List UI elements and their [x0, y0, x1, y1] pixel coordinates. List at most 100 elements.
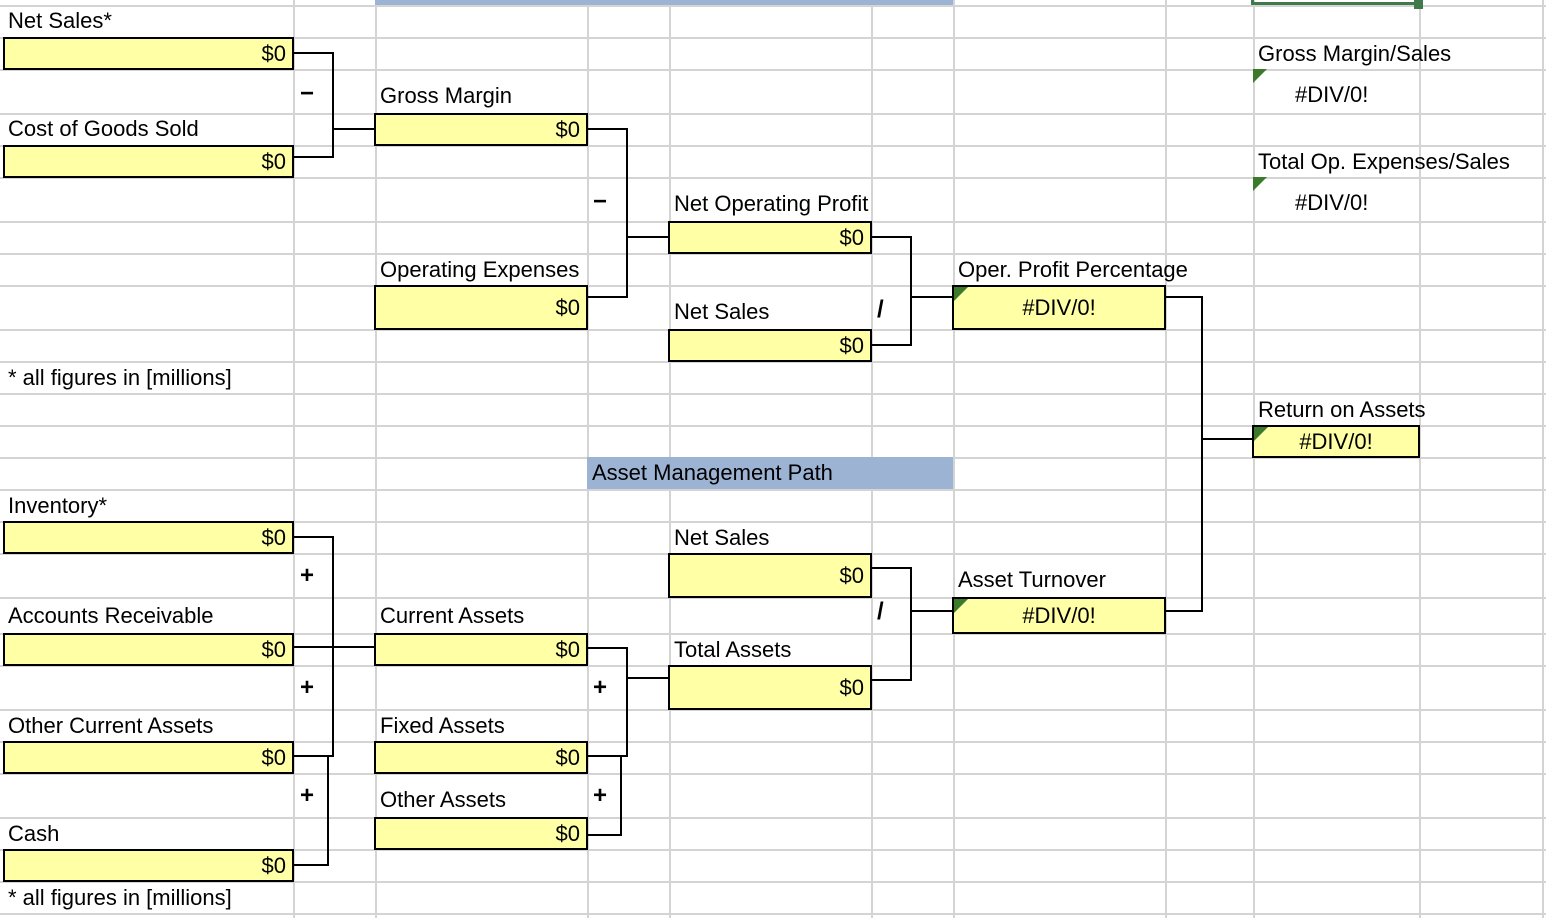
footnote: * all figures in [millions] [8, 885, 232, 910]
connector-line [587, 128, 628, 298]
comment-marker-icon [1253, 177, 1267, 191]
accounts-receivable-input[interactable]: $0 [3, 633, 294, 666]
opex-sales-label: Total Op. Expenses/Sales [1258, 149, 1510, 174]
grid-row-line [0, 393, 1546, 395]
cogs-label: Cost of Goods Sold [8, 116, 199, 141]
other-assets-value: $0 [555, 820, 580, 846]
grid-row-line [0, 773, 1546, 775]
net-sales-3-cell[interactable]: $0 [668, 553, 872, 598]
net-operating-profit-cell[interactable]: $0 [668, 221, 872, 254]
net-sales-3-value: $0 [839, 562, 864, 588]
other-current-assets-input[interactable]: $0 [3, 741, 294, 774]
grid-col-line [375, 0, 377, 918]
connector-line [871, 236, 912, 346]
minus-operator: − [300, 80, 315, 107]
oper-profit-pct-cell[interactable]: #DIV/0! [952, 285, 1166, 330]
gross-margin-value: $0 [555, 116, 580, 142]
operating-expenses-cell[interactable]: $0 [374, 285, 588, 330]
net-sales-input[interactable]: $0 [3, 37, 294, 70]
fixed-assets-label: Fixed Assets [380, 713, 505, 738]
cogs-value: $0 [261, 148, 286, 174]
fixed-assets-input[interactable]: $0 [374, 741, 588, 774]
asset-turnover-label: Asset Turnover [958, 567, 1106, 592]
cash-input[interactable]: $0 [3, 849, 294, 882]
other-assets-input[interactable]: $0 [374, 817, 588, 850]
connector-line [1165, 296, 1203, 612]
grid-col-line [1419, 0, 1421, 918]
grid-row-line [0, 177, 1546, 179]
grid-row-line [0, 253, 1546, 255]
current-assets-cell[interactable]: $0 [374, 633, 588, 666]
total-assets-cell[interactable]: $0 [668, 665, 872, 710]
grid-row-line [0, 633, 1546, 635]
plus-operator: + [300, 674, 315, 701]
plus-operator: + [300, 782, 315, 809]
net-sales-2-label: Net Sales [674, 299, 770, 324]
grid-row-line [0, 817, 1546, 819]
roa-cell[interactable]: #DIV/0! [1252, 425, 1420, 458]
asset-path-header: Asset Management Path [587, 457, 953, 489]
grid-row-line [0, 425, 1546, 427]
grid-row-line [0, 145, 1546, 147]
net-sales-value: $0 [261, 40, 286, 66]
other-current-assets-value: $0 [261, 744, 286, 770]
fill-handle[interactable] [1414, 0, 1423, 9]
divide-operator: / [877, 598, 884, 625]
grid-row-line [0, 37, 1546, 39]
net-sales-2-value: $0 [839, 332, 864, 358]
comment-marker-icon [954, 287, 968, 301]
total-assets-label: Total Assets [674, 637, 792, 662]
cogs-input[interactable]: $0 [3, 145, 294, 178]
roa-value: #DIV/0! [1299, 428, 1373, 454]
connector-line [871, 567, 912, 681]
footnote: * all figures in [millions] [8, 365, 232, 390]
divide-operator: / [877, 296, 884, 323]
grid-col-line [953, 0, 955, 918]
accounts-receivable-value: $0 [261, 636, 286, 662]
grid-row-line [0, 881, 1546, 883]
grid-row-line [0, 69, 1546, 71]
grid-col-line [1253, 0, 1255, 918]
plus-operator: + [593, 674, 608, 701]
grid-row-line [0, 849, 1546, 851]
oper-profit-pct-value: #DIV/0! [1022, 294, 1096, 320]
grid-row-line [0, 597, 1546, 599]
profit-path-header-bar [375, 0, 953, 5]
gm-sales-value: #DIV/0! [1295, 82, 1369, 107]
gm-sales-cell[interactable]: #DIV/0! [1253, 69, 1419, 113]
net-sales-3-label: Net Sales [674, 525, 770, 550]
current-assets-value: $0 [555, 636, 580, 662]
connector-line [587, 757, 622, 836]
other-assets-label: Other Assets [380, 787, 506, 812]
grid-row-line [0, 913, 1546, 915]
comment-marker-icon [954, 599, 968, 613]
grid-col-line [1542, 0, 1544, 918]
gm-sales-label: Gross Margin/Sales [1258, 41, 1452, 66]
grid-row-line [0, 285, 1546, 287]
net-sales-label: Net Sales* [8, 8, 112, 33]
roa-label: Return on Assets [1258, 397, 1426, 422]
asset-turnover-cell[interactable]: #DIV/0! [952, 597, 1166, 634]
net-sales-2-cell[interactable]: $0 [668, 329, 872, 362]
connector-line [293, 52, 334, 158]
operating-expenses-label: Operating Expenses [380, 257, 580, 282]
plus-operator: + [300, 562, 315, 589]
cash-label: Cash [8, 821, 60, 846]
accounts-receivable-label: Accounts Receivable [8, 603, 214, 628]
opex-sales-value: #DIV/0! [1295, 190, 1369, 215]
grid-row-line [0, 5, 1546, 7]
gross-margin-label: Gross Margin [380, 83, 513, 108]
current-assets-label: Current Assets [380, 603, 525, 628]
inventory-input[interactable]: $0 [3, 521, 294, 554]
inventory-label: Inventory* [8, 493, 108, 518]
gross-margin-cell[interactable]: $0 [374, 113, 588, 146]
minus-operator: − [593, 188, 608, 215]
grid-row-line [0, 521, 1546, 523]
grid-row-line [0, 361, 1546, 363]
cash-value: $0 [261, 852, 286, 878]
net-operating-profit-label: Net Operating Profit [674, 191, 869, 216]
other-current-assets-label: Other Current Assets [8, 713, 214, 738]
opex-sales-cell[interactable]: #DIV/0! [1253, 177, 1419, 221]
operating-expenses-value: $0 [555, 294, 580, 320]
